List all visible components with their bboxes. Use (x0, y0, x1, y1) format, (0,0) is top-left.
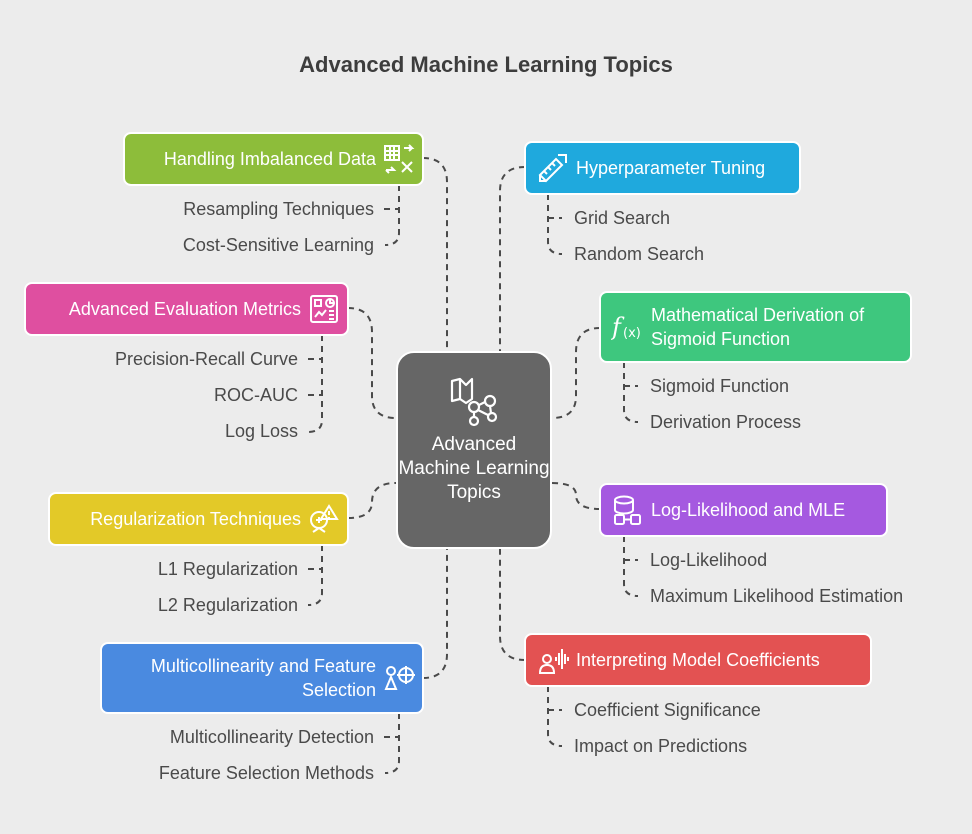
diagram-title: Advanced Machine Learning Topics (299, 52, 673, 77)
subtopic-random-search: Random Search (574, 244, 705, 264)
topic-regularization-techniques[interactable]: Regularization Techniques (48, 492, 349, 546)
subtopic-derivation-process: Derivation Process (650, 412, 802, 432)
feature-select-icon (384, 666, 415, 690)
subtopic-log-loss: Log Loss (224, 421, 298, 441)
subtopic-maximum-likelihood-estimation: Maximum Likelihood Estimation (650, 586, 904, 606)
topic-handling-imbalanced-data[interactable]: Handling Imbalanced Data (123, 132, 424, 186)
subtopic-coefficient-significance: Coefficient Significance (574, 700, 761, 720)
subtopic-impact-on-predictions: Impact on Predictions (574, 736, 748, 756)
database-icon (614, 495, 641, 525)
subtopic-cost-sensitive-learning: Cost-Sensitive Learning (182, 235, 374, 255)
subtopic-multicollinearity-detection: Multicollinearity Detection (169, 727, 374, 747)
function-icon: f (x) (611, 313, 641, 341)
voice-analysis-icon (538, 649, 569, 674)
dashboard-icon (310, 295, 338, 323)
warning-icon (310, 504, 339, 533)
topic-interpreting-model-coefficients[interactable]: Interpreting Model Coefficients (524, 633, 872, 687)
subtopic-log-likelihood: Log-Likelihood (650, 550, 768, 570)
topic-label: Interpreting Model Coefficients (576, 650, 820, 670)
svg-text:(x): (x) (623, 326, 641, 341)
data-table-icon (384, 144, 415, 174)
subtopic-roc-auc: ROC-AUC (214, 385, 298, 405)
topic-hyperparameter-tuning[interactable]: Hyperparameter Tuning (524, 141, 801, 195)
subtopic-grid-search: Grid Search (574, 208, 671, 228)
subtopic-precision-recall-curve: Precision-Recall Curve (114, 349, 298, 369)
topic-label: Log-Likelihood and MLE (651, 500, 846, 520)
tuning-icon (538, 154, 567, 183)
subtopic-resampling-techniques: Resampling Techniques (183, 199, 374, 219)
topic-log-likelihood-and-mle[interactable]: Log-Likelihood and MLE (599, 483, 888, 537)
subtopic-feature-selection-methods: Feature Selection Methods (158, 763, 374, 783)
topic-label: Advanced Evaluation Metrics (68, 299, 301, 319)
topic-label: Mathematical Derivation of Sigmoid Funct… (651, 305, 865, 349)
topic-label: Handling Imbalanced Data (163, 149, 376, 169)
topic-mathematical-derivation-of-sigmoid-function[interactable]: f (x) Mathematical Derivation of Sigmoid… (599, 291, 912, 363)
subtopic-l1-regularization: L1 Regularization (157, 559, 298, 579)
topic-advanced-evaluation-metrics[interactable]: Advanced Evaluation Metrics (24, 282, 349, 336)
topic-multicollinearity-and-feature-selection[interactable]: Multicollinearity and Feature Selection (100, 642, 424, 714)
topic-label: Multicollinearity and Feature Selection (150, 656, 376, 700)
subtopic-sigmoid-function: Sigmoid Function (650, 376, 790, 396)
machine-learning-icon (450, 377, 498, 427)
subtopic-l2-regularization: L2 Regularization (157, 595, 298, 615)
topic-label: Regularization Techniques (90, 509, 301, 529)
central-topic-node[interactable]: Advanced Machine Learning Topics (396, 351, 552, 549)
topic-label: Hyperparameter Tuning (576, 158, 766, 178)
central-topic-label: Advanced Machine Learning Topics (398, 434, 550, 503)
